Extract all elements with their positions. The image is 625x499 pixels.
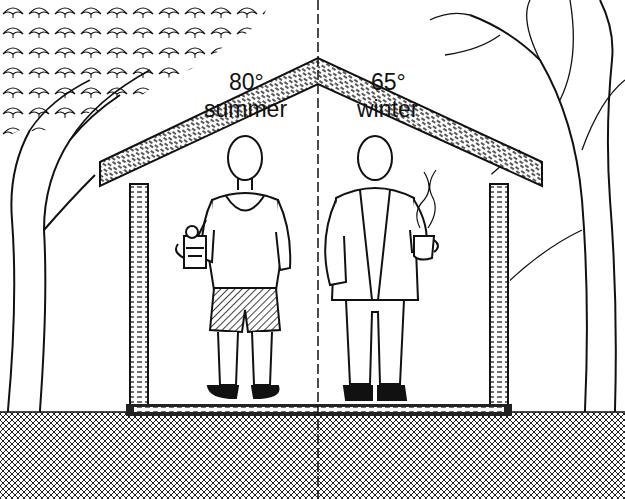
summer-person <box>176 136 290 398</box>
insulated-wall <box>130 184 148 408</box>
season-divider <box>317 0 319 499</box>
temperature-label: 80° <box>229 70 264 94</box>
tree-branch <box>30 70 150 140</box>
insulated-wall <box>490 184 508 408</box>
winter-person <box>325 136 438 400</box>
temperature-label: 65° <box>371 70 406 94</box>
ground <box>0 412 625 499</box>
season-label: summer <box>204 97 287 121</box>
season-label: winter <box>357 97 418 121</box>
insulated-floor <box>126 404 512 416</box>
insulated-roof <box>100 58 542 186</box>
